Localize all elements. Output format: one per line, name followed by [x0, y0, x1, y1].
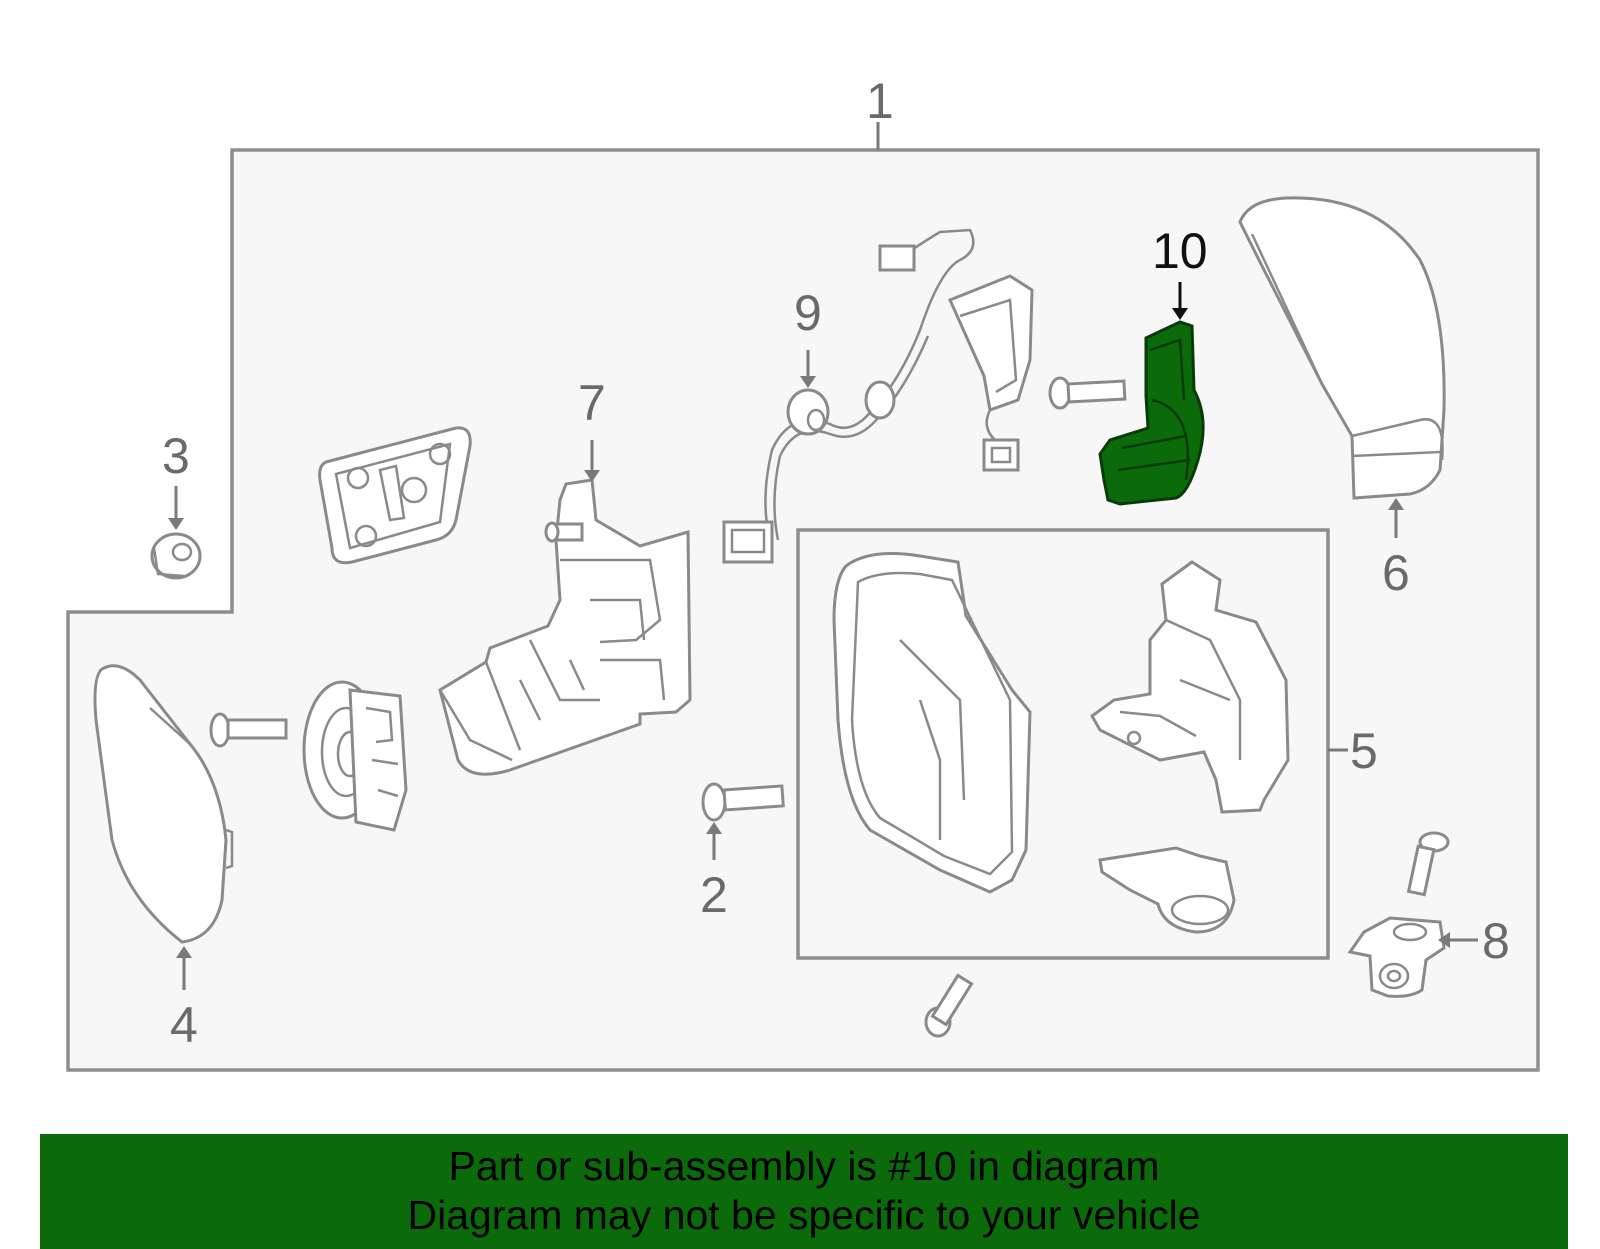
part-10-body — [1098, 320, 1205, 506]
part-5-lower-clip — [1098, 846, 1236, 934]
arrow-8 — [1438, 932, 1450, 948]
part-8-camera — [1347, 916, 1446, 998]
part-6-mirror-cap — [1238, 196, 1446, 500]
arrow-2 — [706, 822, 722, 834]
part-9-wire-harness — [722, 228, 1034, 564]
arrow-6 — [1388, 498, 1404, 510]
banner-line-2: Diagram may not be specific to your vehi… — [407, 1192, 1201, 1238]
banner-line-1: Part or sub-assembly is #10 in diagram — [448, 1143, 1160, 1189]
mounting-plate — [318, 426, 472, 565]
part-10-highlighted — [1098, 320, 1205, 506]
callout-3: 3 — [162, 428, 190, 484]
arrow-10 — [1172, 308, 1188, 320]
callout-9: 9 — [794, 285, 822, 341]
arrow-3 — [168, 518, 184, 530]
screw-upper — [1048, 376, 1127, 410]
part-2-screw — [701, 782, 785, 822]
part-info-banner: Part or sub-assembly is #10 in diagram D… — [40, 1134, 1568, 1249]
part-3-grommet — [150, 532, 202, 580]
callout-1: 1 — [866, 73, 894, 129]
callout-7: 7 — [578, 375, 606, 431]
callout-2: 2 — [700, 867, 728, 923]
callout-4: 4 — [170, 997, 198, 1053]
mirror-motor-disc — [302, 680, 408, 832]
screw-bottom — [924, 973, 974, 1038]
callout-6: 6 — [1382, 545, 1410, 601]
screw-left — [209, 712, 288, 748]
part-5-mirror-housing — [832, 552, 1032, 894]
callout-5: 5 — [1350, 723, 1378, 779]
arrow-4 — [176, 946, 192, 958]
callout-10: 10 — [1152, 223, 1208, 279]
callout-8: 8 — [1482, 913, 1510, 969]
arrow-7 — [584, 470, 600, 482]
part-4-mirror-glass — [93, 664, 234, 944]
arrow-9 — [800, 376, 816, 388]
screw-right — [1406, 831, 1450, 897]
part-7-actuator-base — [438, 478, 692, 776]
sub-assembly-frame-5 — [796, 528, 1330, 960]
part-5-bracket — [1090, 560, 1290, 814]
